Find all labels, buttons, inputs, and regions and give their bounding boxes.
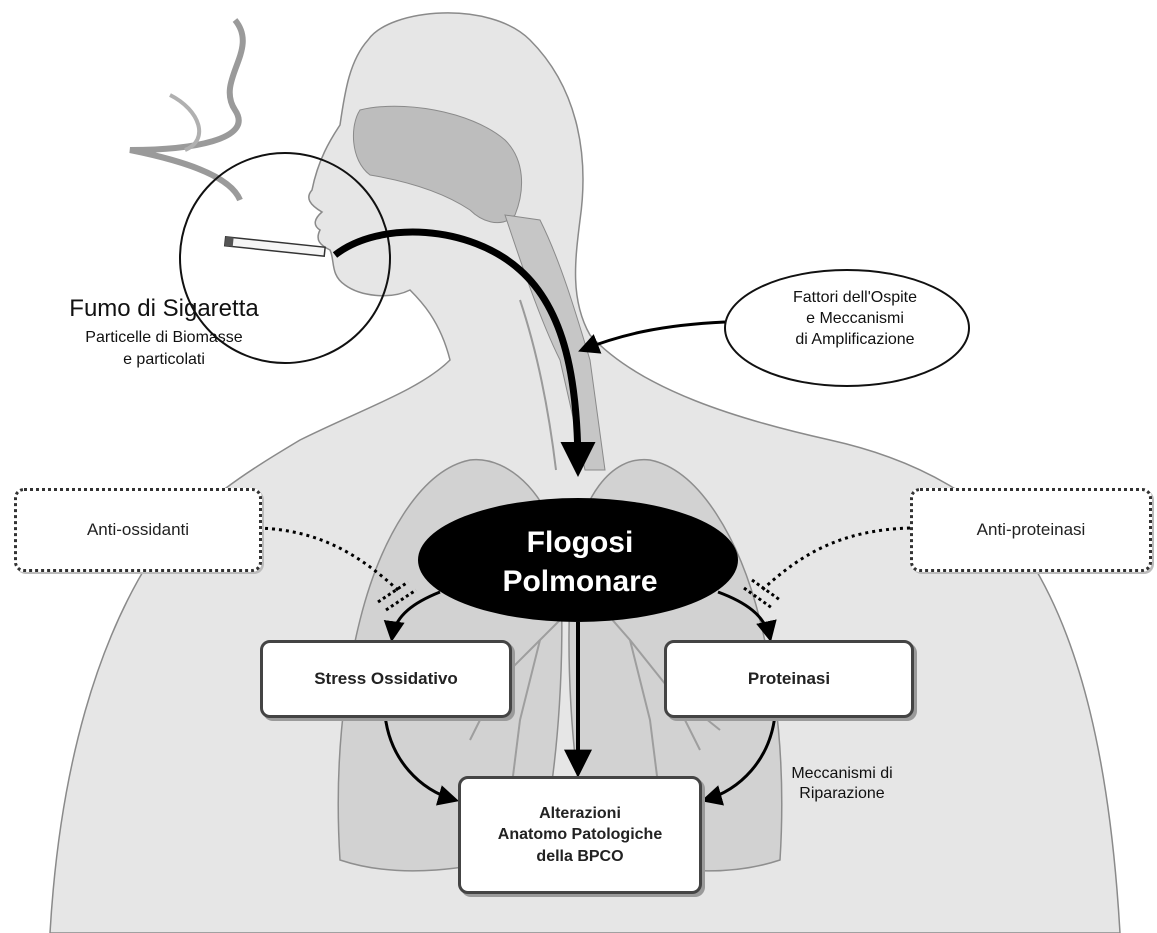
proteinases-box: Proteinasi	[664, 640, 914, 718]
smoke-wisp	[170, 95, 199, 150]
antiproteinases-box: Anti-proteinasi	[910, 488, 1152, 572]
host-factors-line2: e Meccanismi	[735, 309, 975, 330]
repair-label: Meccanismi di Riparazione	[752, 764, 932, 804]
outcome-line3: della BPCO	[536, 846, 623, 868]
outcome-box: Alterazioni Anatomo Patologiche della BP…	[458, 776, 702, 894]
smoke-wisp	[130, 20, 243, 200]
repair-line2: Riparazione	[752, 784, 932, 804]
oxidative-stress-box: Stress Ossidativo	[260, 640, 512, 718]
host-factors-line1: Fattori dell'Ospite	[735, 288, 975, 309]
smoke-title: Fumo di Sigaretta	[30, 294, 298, 324]
repair-line1: Meccanismi di	[752, 764, 932, 784]
inflammation-label-line1: Flogosi	[430, 524, 730, 562]
smoke-subtitle-line2: e particolati	[30, 350, 298, 370]
antioxidants-box: Anti-ossidanti	[14, 488, 262, 572]
host-factors-arrow	[582, 322, 725, 350]
host-factors-line3: di Amplificazione	[735, 330, 975, 351]
smoke-subtitle-line1: Particelle di Biomasse	[30, 328, 298, 348]
proteinases-label: Proteinasi	[748, 669, 830, 689]
antioxidants-label: Anti-ossidanti	[87, 520, 189, 540]
host-factors-label: Fattori dell'Ospite e Meccanismi di Ampl…	[735, 288, 975, 350]
inflammation-label-line2: Polmonare	[430, 563, 730, 601]
outcome-line2: Anatomo Patologiche	[498, 824, 662, 846]
cigarette-icon	[225, 237, 325, 256]
outcome-line1: Alterazioni	[539, 803, 621, 825]
antiproteinases-label: Anti-proteinasi	[977, 520, 1086, 540]
oxidative-stress-label: Stress Ossidativo	[314, 669, 458, 689]
